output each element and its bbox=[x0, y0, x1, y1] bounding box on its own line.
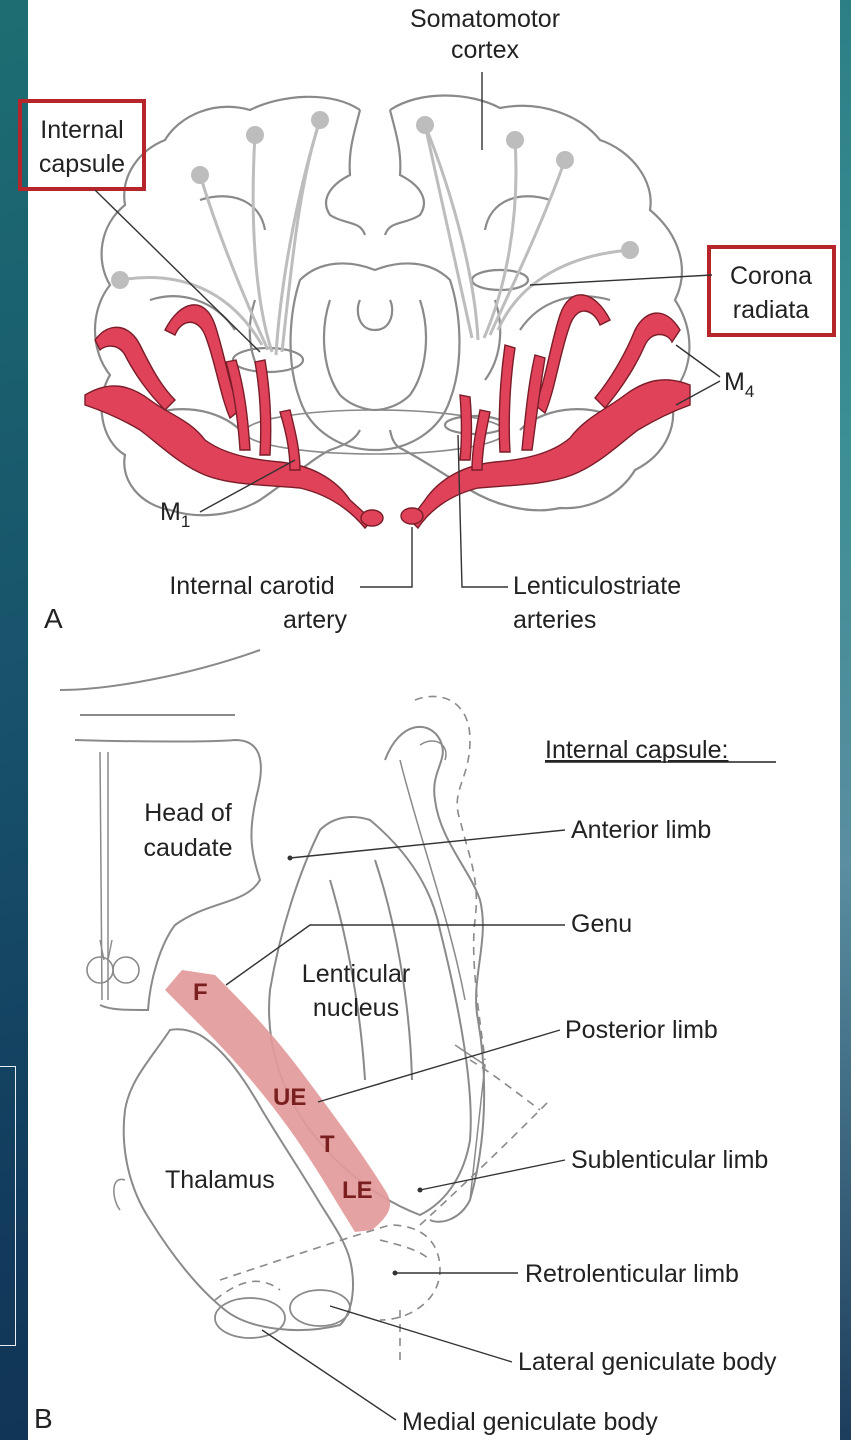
label-arteries: arteries bbox=[513, 606, 596, 634]
label-cortex: cortex bbox=[451, 36, 520, 64]
label-radiata: radiata bbox=[733, 296, 810, 324]
label-internal-capsule-heading: Internal capsule: bbox=[545, 736, 728, 764]
band-label-ue: UE bbox=[273, 1084, 306, 1111]
label-nucleus: nucleus bbox=[313, 994, 399, 1022]
label-sublenticular-limb: Sublenticular limb bbox=[571, 1146, 768, 1174]
label-posterior-limb: Posterior limb bbox=[565, 1016, 718, 1044]
label-internal-capsule-1: Internal bbox=[40, 116, 123, 144]
central-nuclei-outline bbox=[291, 263, 460, 450]
band-label-le: LE bbox=[342, 1177, 373, 1204]
label-genu: Genu bbox=[571, 910, 632, 938]
panel-a-letter: A bbox=[44, 603, 63, 634]
right-hemisphere-outline bbox=[390, 96, 689, 511]
label-lenticular: Lenticular bbox=[302, 960, 410, 988]
fiber-endpoints bbox=[111, 111, 639, 289]
label-anterior-limb: Anterior limb bbox=[571, 816, 711, 844]
panel-b-labels: Internal capsule: Head of caudate Lentic… bbox=[34, 736, 777, 1436]
label-retrolenticular-limb: Retrolenticular limb bbox=[525, 1260, 739, 1288]
right-ica-cut bbox=[401, 508, 423, 524]
label-thalamus: Thalamus bbox=[165, 1166, 275, 1194]
panel-a-labels: Somatomotor cortex Internal capsule Coro… bbox=[20, 5, 834, 634]
label-internal-carotid: Internal carotid bbox=[169, 572, 334, 600]
label-somatomotor: Somatomotor bbox=[410, 5, 560, 33]
label-lateral-geniculate: Lateral geniculate body bbox=[518, 1348, 777, 1376]
label-m4: M4 bbox=[724, 368, 754, 401]
label-medial-geniculate: Medial geniculate body bbox=[402, 1408, 658, 1436]
band-label-f: F bbox=[193, 979, 208, 1006]
horizontal-section bbox=[60, 650, 485, 1338]
middle-cerebral-arteries bbox=[85, 295, 690, 528]
label-artery: artery bbox=[283, 606, 347, 634]
label-m1: M1 bbox=[160, 498, 190, 531]
label-head-of: Head of bbox=[144, 799, 232, 827]
band-label-t: T bbox=[320, 1131, 335, 1158]
label-caudate: caudate bbox=[144, 834, 233, 862]
label-corona: Corona bbox=[730, 262, 812, 290]
left-ica-cut bbox=[361, 510, 383, 526]
label-lenticulostriate: Lenticulostriate bbox=[513, 572, 681, 600]
panel-b-letter: B bbox=[34, 1403, 53, 1434]
label-internal-capsule-2: capsule bbox=[39, 150, 125, 178]
right-mca bbox=[410, 380, 690, 528]
